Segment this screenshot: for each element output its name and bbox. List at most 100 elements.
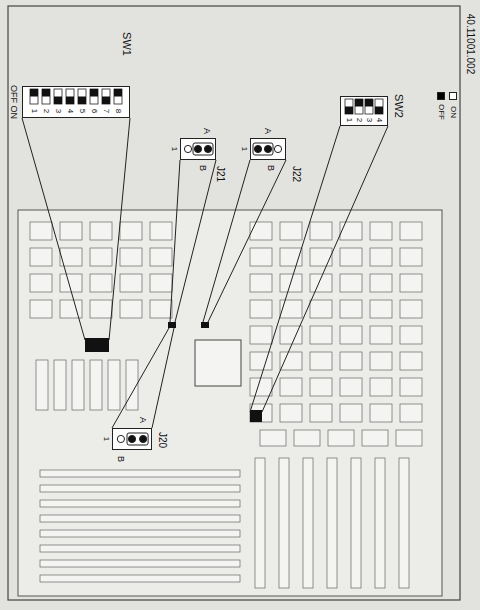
legend-swatch [437, 92, 445, 100]
chip [399, 458, 409, 588]
chip [250, 222, 272, 240]
part-label: J20 [157, 432, 167, 448]
chip [250, 352, 272, 370]
toggle [102, 89, 110, 104]
switch-number: 1 [30, 109, 38, 113]
pin [254, 145, 261, 152]
switch-number: 1 [345, 118, 353, 122]
chip [370, 378, 392, 396]
toggle [78, 89, 86, 104]
chip [340, 352, 362, 370]
jumper-cap [193, 143, 213, 155]
chip [120, 300, 142, 318]
part-label: J21 [215, 166, 225, 182]
chip [40, 545, 240, 552]
dip-switch: SW1OFF ON12345678 [22, 86, 130, 118]
chip [250, 326, 272, 344]
chip [30, 274, 52, 292]
chip [310, 274, 332, 292]
chip [60, 222, 82, 240]
chip [400, 378, 422, 396]
switch-number: 8 [114, 109, 122, 113]
switch-number: 5 [78, 109, 86, 113]
chip [150, 300, 172, 318]
chip [280, 300, 302, 318]
chip [90, 274, 112, 292]
switch-number: 3 [54, 109, 62, 113]
part-label: SW1 [121, 32, 132, 56]
toggle [375, 99, 383, 114]
header-body [180, 138, 216, 160]
pin [117, 435, 124, 442]
chip [370, 404, 392, 422]
chip [310, 326, 332, 344]
chip [340, 326, 362, 344]
chip [90, 300, 112, 318]
chip [400, 404, 422, 422]
jumper-cap [127, 433, 148, 445]
chip [255, 458, 265, 588]
chip [340, 248, 362, 266]
pin-label: A [263, 128, 272, 134]
jumper-header: ABJ211 [180, 138, 216, 160]
chip [40, 575, 240, 582]
chip [400, 326, 422, 344]
chip [340, 378, 362, 396]
part-label: J22 [291, 166, 301, 182]
pin [194, 145, 201, 152]
chip [280, 404, 302, 422]
chip [310, 378, 332, 396]
outline [341, 97, 388, 126]
chip [370, 248, 392, 266]
switch-number: 2 [355, 118, 363, 122]
outline [181, 139, 216, 160]
toggle [355, 99, 363, 114]
j22-location [201, 322, 209, 328]
outline [113, 429, 152, 450]
page-frame [8, 6, 460, 600]
cpu-chip [195, 340, 241, 386]
chip [351, 458, 361, 588]
toggle [30, 89, 38, 104]
pin [140, 435, 147, 442]
legend-swatch [449, 92, 457, 100]
pin-label: 1 [170, 147, 178, 151]
chip [250, 300, 272, 318]
chip [120, 222, 142, 240]
chip [250, 404, 272, 422]
chip [250, 274, 272, 292]
pin-label: B [198, 165, 207, 171]
chip [375, 458, 385, 588]
chip [294, 430, 320, 446]
chip [36, 360, 48, 410]
chip [400, 222, 422, 240]
part-number: 40.11001.002 [465, 14, 475, 74]
chip [280, 378, 302, 396]
chip [40, 530, 240, 537]
toggle [345, 99, 353, 114]
chip [400, 248, 422, 266]
chip [90, 222, 112, 240]
part-label: SW2 [393, 94, 404, 118]
chip [150, 274, 172, 292]
chip [370, 300, 392, 318]
legend-text: ON [449, 106, 457, 118]
leader-lines [22, 118, 388, 428]
jumper-cap [253, 143, 273, 155]
chip-group [30, 222, 422, 588]
header-body [112, 428, 152, 450]
chip [30, 248, 52, 266]
chip [250, 248, 272, 266]
chip [280, 352, 302, 370]
j20-j21-location [168, 322, 176, 328]
toggle [365, 99, 373, 114]
chip [340, 404, 362, 422]
chip [250, 378, 272, 396]
pin [264, 145, 271, 152]
chip [40, 515, 240, 522]
chip [60, 300, 82, 318]
chip [340, 274, 362, 292]
toggle [42, 89, 50, 104]
chip [150, 248, 172, 266]
chip [40, 485, 240, 492]
